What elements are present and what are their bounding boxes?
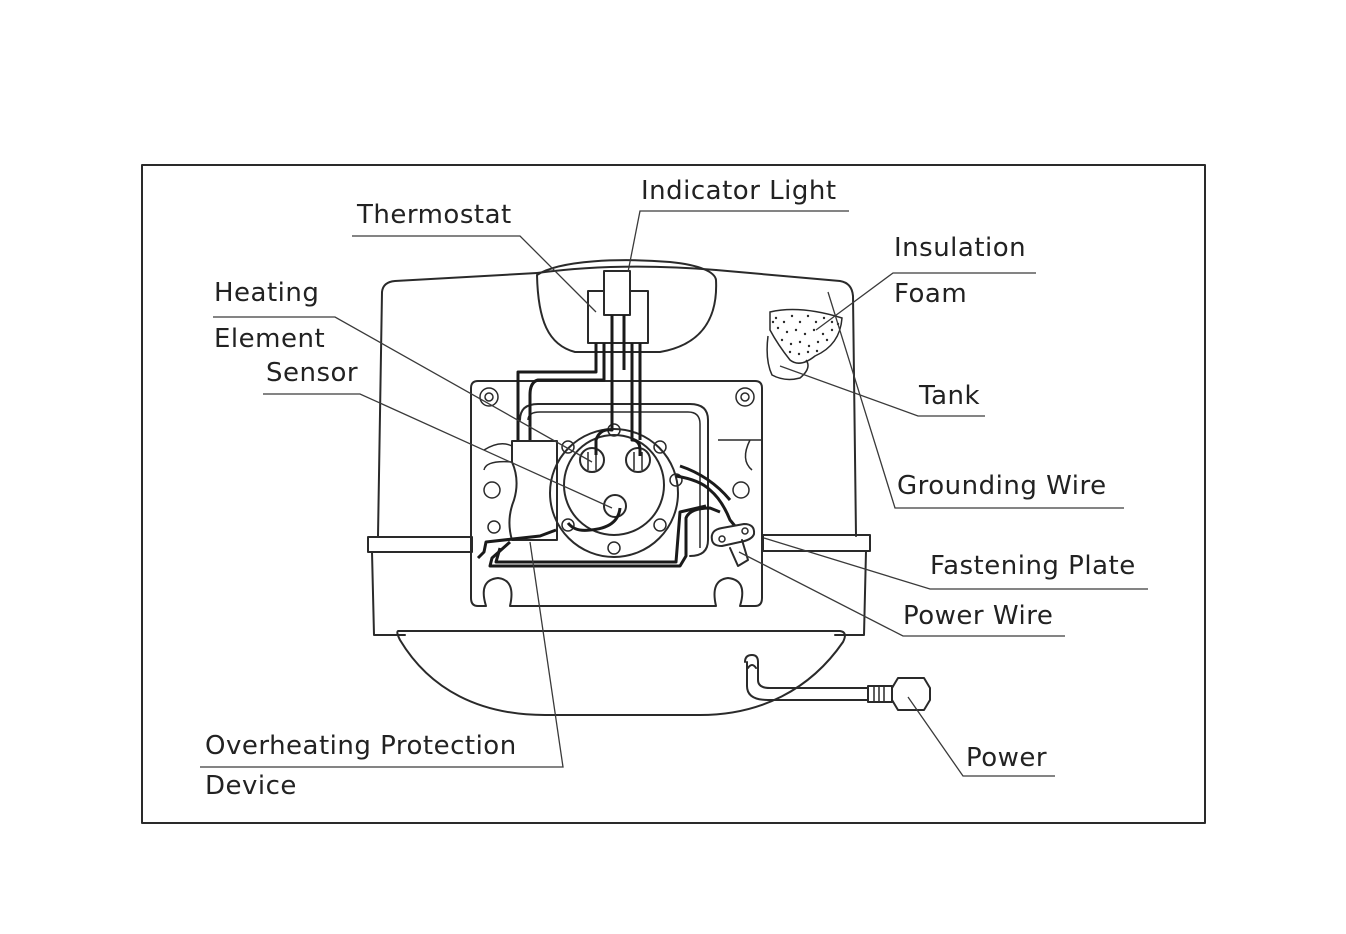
insulation-foam-cutaway <box>766 308 843 381</box>
internal-wiring <box>476 315 742 568</box>
label-thermostat: Thermostat <box>356 200 512 230</box>
mounting-plate <box>470 380 763 607</box>
power-cord <box>744 654 931 711</box>
label-overheating-protection-line2: Device <box>205 771 297 801</box>
diagram-frame <box>141 164 1206 824</box>
label-grounding-wire: Grounding Wire <box>897 471 1107 501</box>
overheating-protection-device <box>483 440 558 541</box>
heater-body <box>367 259 871 716</box>
label-indicator-light: Indicator Light <box>641 176 837 206</box>
label-insulation-foam-line1: Insulation <box>894 233 1026 263</box>
label-heating-element-line2: Element <box>214 324 325 354</box>
thermostat-unit <box>587 270 649 344</box>
label-leaders <box>200 210 1148 777</box>
label-power: Power <box>966 743 1047 773</box>
label-fastening-plate: Fastening Plate <box>930 551 1136 581</box>
label-tank: Tank <box>918 381 980 411</box>
label-sensor: Sensor <box>266 358 358 388</box>
label-overheating-protection-line1: Overheating Protection <box>205 731 517 761</box>
label-power-wire: Power Wire <box>903 601 1053 631</box>
fastening-plate <box>710 523 756 567</box>
label-insulation-foam-line2: Foam <box>894 279 967 309</box>
heating-element-flange <box>549 423 683 558</box>
label-heating-element-line1: Heating <box>214 278 319 308</box>
